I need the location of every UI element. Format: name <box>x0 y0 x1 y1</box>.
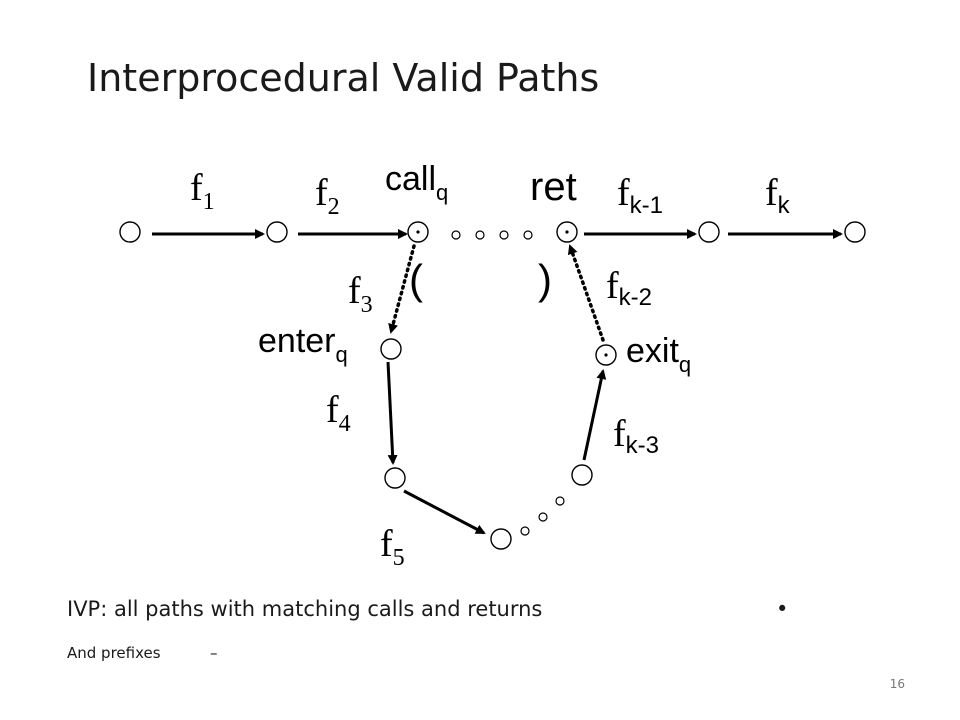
node-2 <box>266 221 288 243</box>
slide-title: Interprocedural Valid Paths <box>87 56 600 100</box>
arrow-fk3 <box>582 369 607 461</box>
label-fk3: fk-3 <box>613 413 659 459</box>
label-enter: enterq <box>258 322 348 367</box>
label-f2: f2 <box>315 172 340 220</box>
return-edge-fk2 <box>567 244 605 342</box>
arrow-f5 <box>403 489 486 535</box>
label-fk1: fk-1 <box>617 172 663 219</box>
bullet-marker: – <box>210 644 218 662</box>
node-end <box>844 221 866 243</box>
call-edge-f3 <box>388 244 416 334</box>
bullet-text: IVP: all paths with matching calls and r… <box>67 597 543 621</box>
ellipsis-dot <box>523 230 533 240</box>
ellipsis-dot <box>555 496 565 506</box>
bullet-text: And prefixes <box>67 644 161 662</box>
label-f1: f1 <box>190 167 215 215</box>
ellipsis-dot <box>475 230 485 240</box>
node-body-bottom <box>490 528 512 550</box>
ivp-diagram: f1 f2 fk-1 fk f3 fk-2 f4 fk-3 f5 callq r… <box>119 160 866 571</box>
label-ret: ret <box>530 165 577 209</box>
node-ret-dot <box>565 230 569 234</box>
node-enter <box>380 338 402 360</box>
close-bracket: ) <box>538 256 552 303</box>
ellipsis-dot <box>451 230 461 240</box>
label-call: callq <box>385 160 448 205</box>
node-body-left <box>384 467 406 489</box>
ellipsis-dot <box>520 526 530 536</box>
label-fk2: fk-2 <box>606 265 652 311</box>
page-number: 16 <box>889 677 905 691</box>
node-start <box>119 221 141 243</box>
bullet-marker: • <box>776 597 789 621</box>
label-f5: f5 <box>380 523 405 571</box>
node-call-dot <box>416 230 420 234</box>
label-f3: f3 <box>348 270 373 318</box>
label-f4: f4 <box>326 389 351 437</box>
open-bracket: ( <box>409 256 423 303</box>
node-body-right <box>571 464 593 486</box>
node-exit-dot <box>604 353 608 357</box>
ellipsis-dot <box>538 512 548 522</box>
label-exit: exitq <box>626 332 691 377</box>
ellipsis-dot <box>499 230 509 240</box>
arrow-f4 <box>386 361 398 465</box>
node-k <box>698 221 720 243</box>
bullet-item: IVP: all paths with matching calls and r… <box>67 593 788 625</box>
sub-bullet-item: And prefixes – <box>67 642 218 664</box>
label-fk: fk <box>765 172 791 219</box>
